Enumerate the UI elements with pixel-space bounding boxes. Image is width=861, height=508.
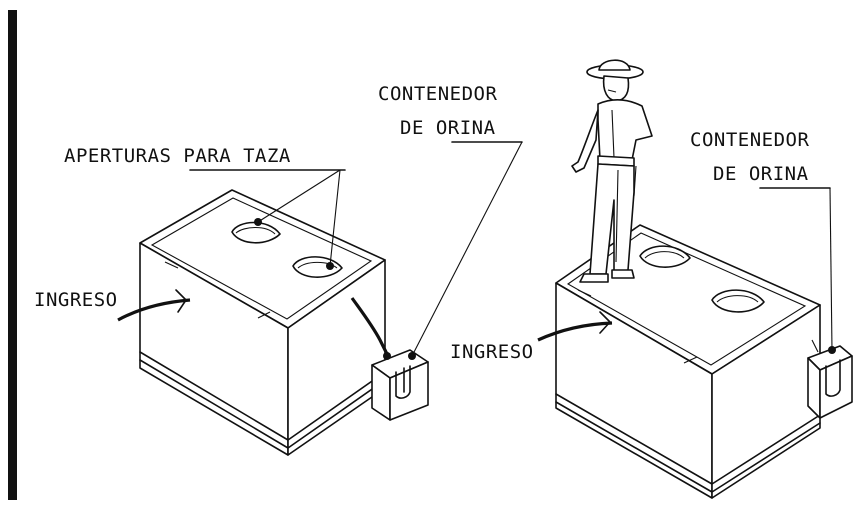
right-inlet-arrow [537,311,613,342]
person-figure [571,59,653,283]
leader-aperture-1 [257,169,341,223]
label-inlet-right: INGRESO [450,341,534,363]
label-urine-container-right-line2: DE ORINA [713,163,809,185]
right-bowl-aperture-2 [711,289,765,313]
label-apertures: APERTURAS PARA TAZA [64,145,291,167]
left-border-bar [8,10,17,500]
label-urine-container-right-line1: CONTENEDOR [690,129,809,151]
leader-container-left [411,141,523,357]
right-urine-container [807,339,853,419]
right-bowl-aperture-1 [639,245,691,268]
label-urine-container-left-line2: DE ORINA [400,117,496,139]
leader-container-right [829,187,833,351]
label-urine-container-left-line1: CONTENEDOR [378,83,497,105]
left-urine-container [371,349,429,421]
left-inlet-arrow [117,289,191,322]
left-toilet-chamber [139,189,386,456]
leader-aperture-2 [329,169,341,267]
label-inlet-left: INGRESO [34,289,118,311]
